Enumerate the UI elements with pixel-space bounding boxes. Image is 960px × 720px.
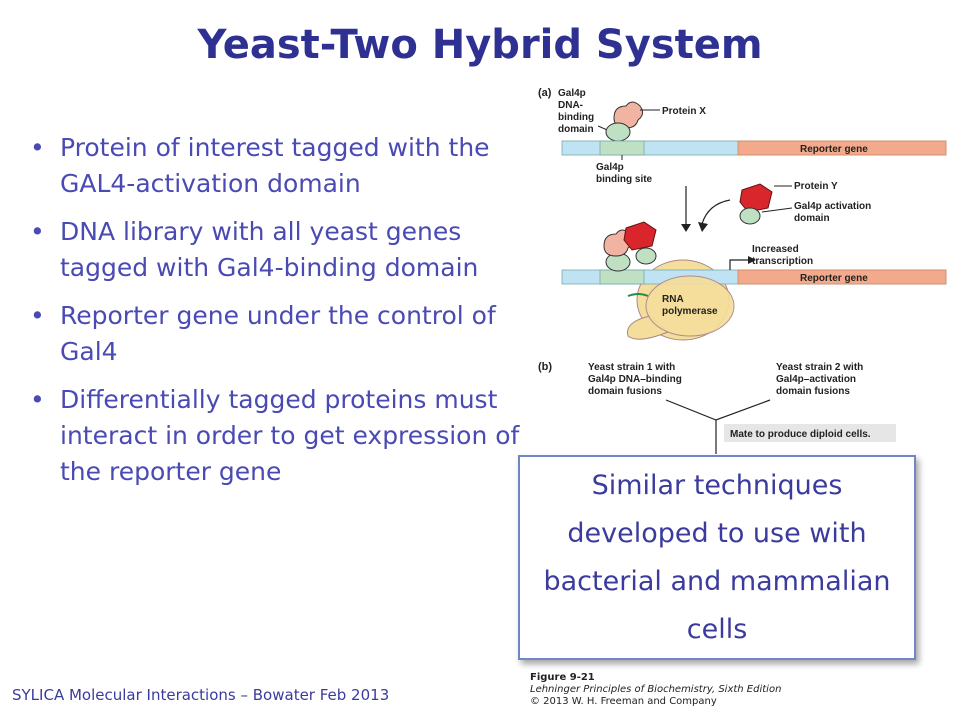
reporter-gene-segment <box>737 140 947 156</box>
yeast-strain-1-label-3: domain fusions <box>588 386 662 397</box>
rna-polymerase-label-1: RNA <box>662 294 684 305</box>
increased-transcription-label-2: transcription <box>752 256 813 267</box>
mating-lines <box>665 399 771 421</box>
yeast-strain-1-label-1: Yeast strain 1 with <box>588 362 675 373</box>
binding-site-label-2: binding site <box>596 174 653 185</box>
protein-y-label: Protein Y <box>794 181 838 192</box>
dna-binding-domain-label-3: binding <box>558 112 594 123</box>
arrow-head <box>748 256 756 264</box>
protein-y-shape <box>623 221 657 251</box>
callout-box: Similar techniques developed to use with… <box>518 455 916 660</box>
rna-polymerase-lobe <box>626 315 669 340</box>
bullet-item: Reporter gene under the control of Gal4 <box>30 298 525 370</box>
arrow-head <box>698 222 708 232</box>
reporter-gene-label: Reporter gene <box>800 144 868 155</box>
slide-footer: SYLICA Molecular Interactions – Bowater … <box>12 686 390 704</box>
yeast-strain-1-label-2: Gal4p DNA–binding <box>588 374 682 385</box>
panel-a-label: (a) <box>538 87 552 99</box>
caption-copyright: © 2013 W. H. Freeman and Company <box>530 696 717 707</box>
protein-y-shape <box>739 183 773 213</box>
dna-binding-domain-label-1: Gal4p <box>558 88 586 99</box>
reporter-gene-label: Reporter gene <box>800 273 868 284</box>
yeast-two-hybrid-diagram: (a) Gal4p DNA- binding domain Protein X … <box>538 87 947 454</box>
panel-b-label: (b) <box>538 361 552 373</box>
protein-x-label: Protein X <box>662 106 706 117</box>
activation-domain-label-1: Gal4p activation <box>794 201 871 212</box>
yeast-strain-2-label-1: Yeast strain 2 with <box>776 362 863 373</box>
dna-binding-domain-label-4: domain <box>558 124 594 135</box>
caption-book: Lehninger Principles of Biochemistry, Si… <box>530 684 782 695</box>
yeast-strain-2-label-2: Gal4p–activation <box>776 374 856 385</box>
bullet-item: DNA library with all yeast genes tagged … <box>30 214 525 286</box>
reporter-gene-segment <box>737 269 947 285</box>
mate-label-box <box>724 424 896 442</box>
slide-title: Yeast-Two Hybrid System <box>197 22 763 68</box>
activation-domain-shape <box>635 247 657 265</box>
binding-site-label-1: Gal4p <box>596 162 624 173</box>
arrow-head <box>681 224 691 232</box>
caption-figure-number: Figure 9-21 <box>530 672 595 683</box>
dna-binding-domain-shape <box>605 122 631 142</box>
rna-polymerase-label-2: polymerase <box>662 306 718 317</box>
mrna-strand <box>627 293 649 297</box>
binding-site-segment <box>599 269 645 285</box>
dna-binding-domain-label-2: DNA- <box>558 100 583 111</box>
increased-transcription-label-1: Increased <box>752 244 799 255</box>
bullet-item: Protein of interest tagged with the GAL4… <box>30 130 525 202</box>
yeast-strain-2-label-3: domain fusions <box>776 386 850 397</box>
binding-site-segment <box>599 140 645 156</box>
rna-polymerase-front <box>645 275 735 337</box>
figure-caption: Figure 9-21 Lehninger Principles of Bioc… <box>530 672 781 708</box>
pointer-line <box>761 207 793 213</box>
bullet-item: Differentially tagged proteins must inte… <box>30 382 525 490</box>
curved-arrow <box>701 199 731 225</box>
activation-domain-shape <box>739 207 761 225</box>
callout-text: Similar techniques developed to use with… <box>543 469 891 645</box>
mate-label: Mate to produce diploid cells. <box>730 429 871 440</box>
bullet-list: Protein of interest tagged with the GAL4… <box>30 130 525 502</box>
transcription-arrow <box>729 259 750 270</box>
activation-domain-label-2: domain <box>794 213 830 224</box>
